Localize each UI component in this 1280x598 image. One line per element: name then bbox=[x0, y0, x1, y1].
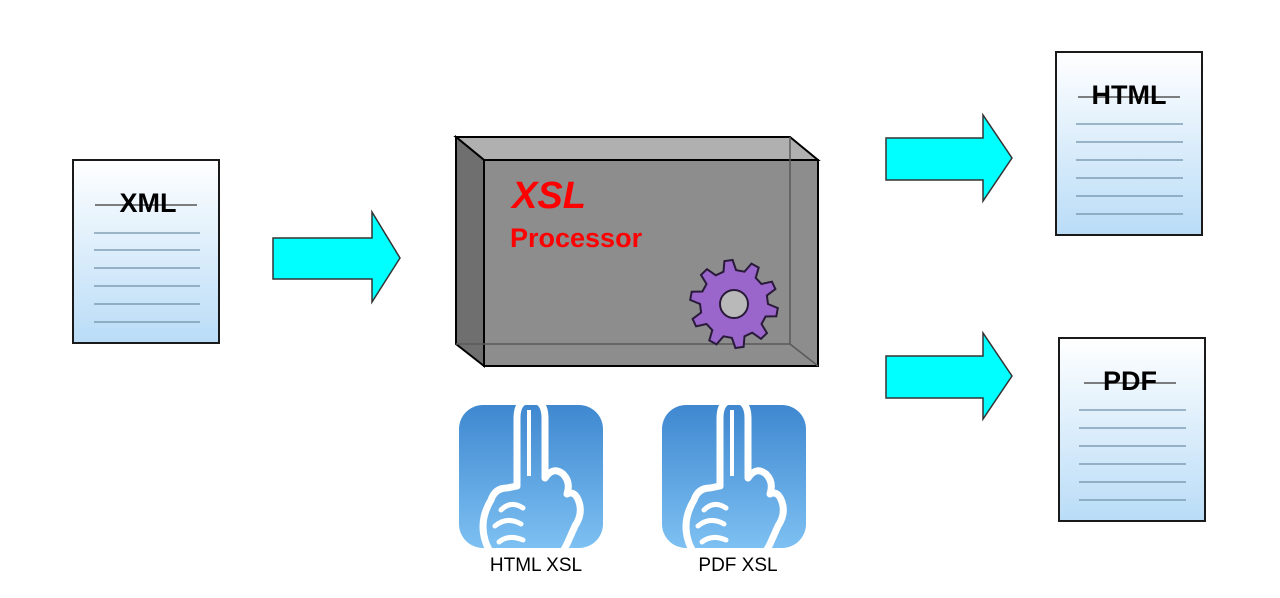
pdf-xsl-caption: PDF XSL bbox=[698, 555, 777, 576]
html-xsl-caption: HTML XSL bbox=[490, 555, 582, 576]
arrow-input-to-processor bbox=[272, 209, 401, 305]
xml-document: XML bbox=[72, 159, 220, 344]
xml-label: XML bbox=[120, 188, 177, 218]
processor-subtitle: Processor bbox=[510, 223, 643, 253]
arrow-processor-to-pdf bbox=[885, 330, 1013, 422]
html-xsl-stylesheet: HTML XSL bbox=[459, 400, 603, 576]
arrow-processor-to-html bbox=[885, 112, 1013, 204]
html-document: HTML bbox=[1055, 51, 1203, 236]
xsl-processor-box: XSL Processor bbox=[453, 134, 821, 369]
gear-icon bbox=[689, 258, 779, 350]
html-label: HTML bbox=[1092, 80, 1167, 110]
pdf-document: PDF bbox=[1058, 337, 1206, 522]
processor-title: XSL bbox=[510, 175, 586, 217]
pdf-label: PDF bbox=[1103, 366, 1157, 396]
pdf-xsl-stylesheet: PDF XSL bbox=[662, 400, 806, 576]
